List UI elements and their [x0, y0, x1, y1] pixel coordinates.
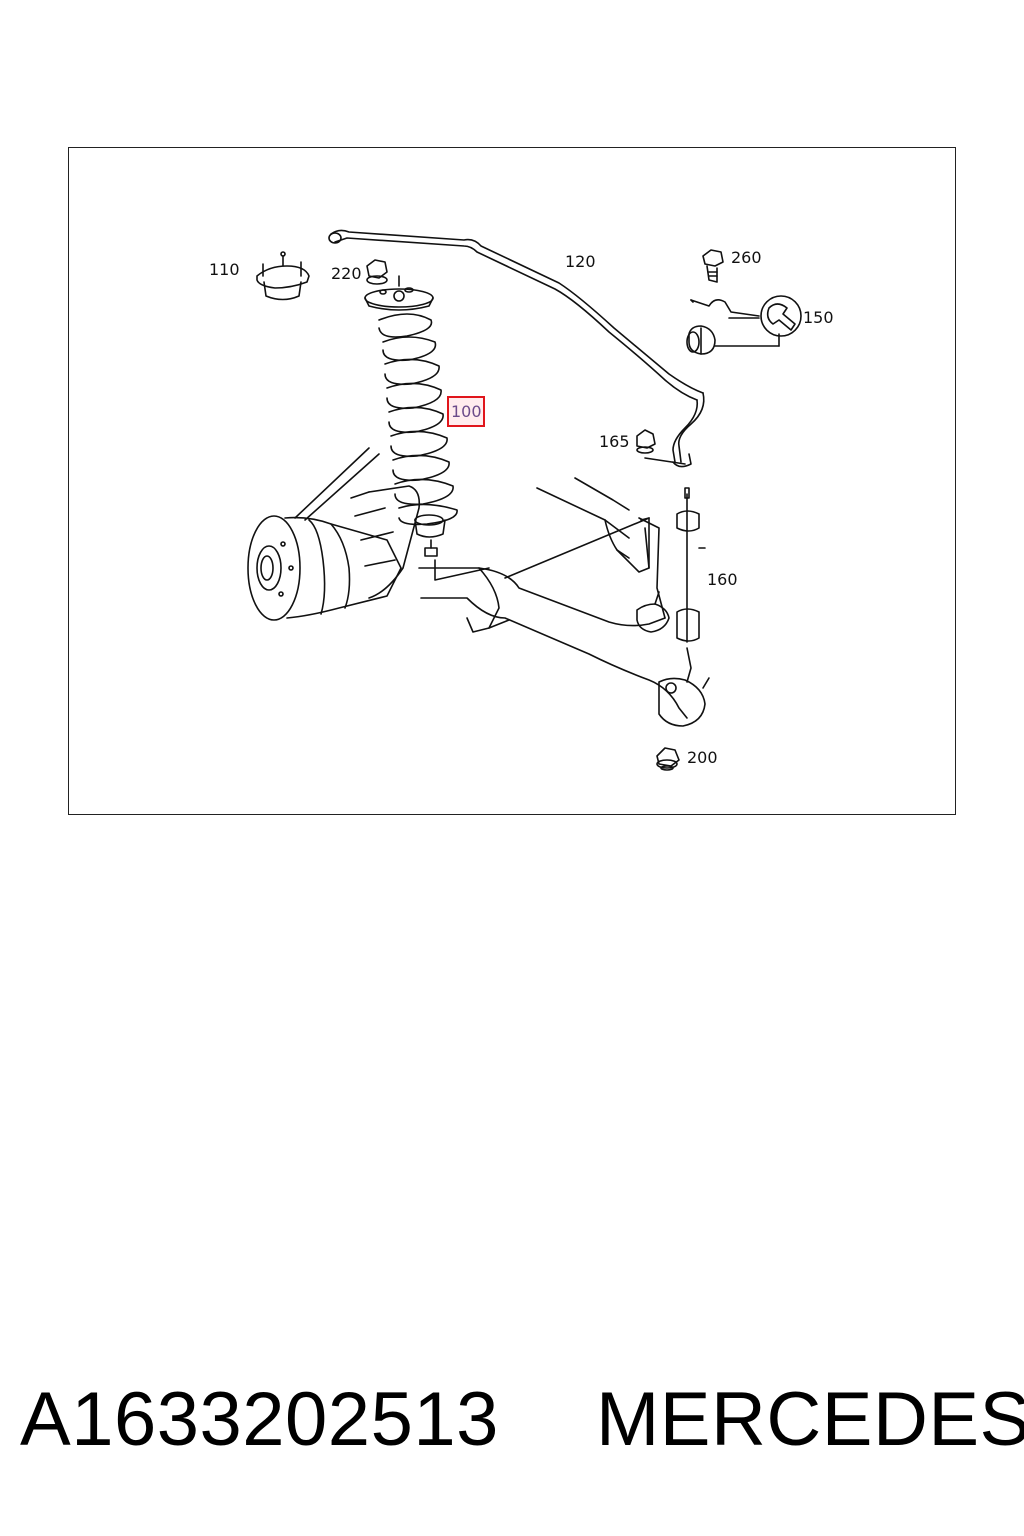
footer: A1633202513 MERCEDES	[0, 1370, 1024, 1470]
wheel-hub-knuckle	[247, 447, 421, 621]
strut-mount-110	[256, 251, 310, 301]
callout-110: 110	[209, 260, 240, 279]
callout-160: 160	[707, 570, 738, 589]
bracket-bushing-150	[686, 295, 802, 355]
callout-220: 220	[331, 264, 362, 283]
stabilizer-bar-120	[328, 229, 705, 468]
link-rod-160	[676, 487, 706, 643]
brand-name: MERCEDES	[596, 1377, 1024, 1462]
callout-120: 120	[565, 252, 596, 271]
suspension-exploded-diagram	[247, 229, 802, 771]
callout-150: 150	[803, 308, 834, 327]
callout-100-highlight[interactable]: 100	[447, 396, 485, 427]
part-number: A1633202513	[20, 1377, 499, 1462]
diagram-frame: 110 220 120 260 150 100 165 160 200	[68, 147, 956, 815]
callout-165: 165	[599, 432, 630, 451]
ball-joint	[658, 647, 710, 727]
nut-200	[656, 747, 680, 771]
callout-260: 260	[731, 248, 762, 267]
lower-control-arm	[418, 477, 688, 719]
nut-165	[636, 429, 686, 465]
callout-200: 200	[687, 748, 718, 767]
nut-220	[366, 259, 388, 285]
coil-spring-strut-100	[364, 275, 490, 581]
bolt-260	[702, 249, 724, 283]
